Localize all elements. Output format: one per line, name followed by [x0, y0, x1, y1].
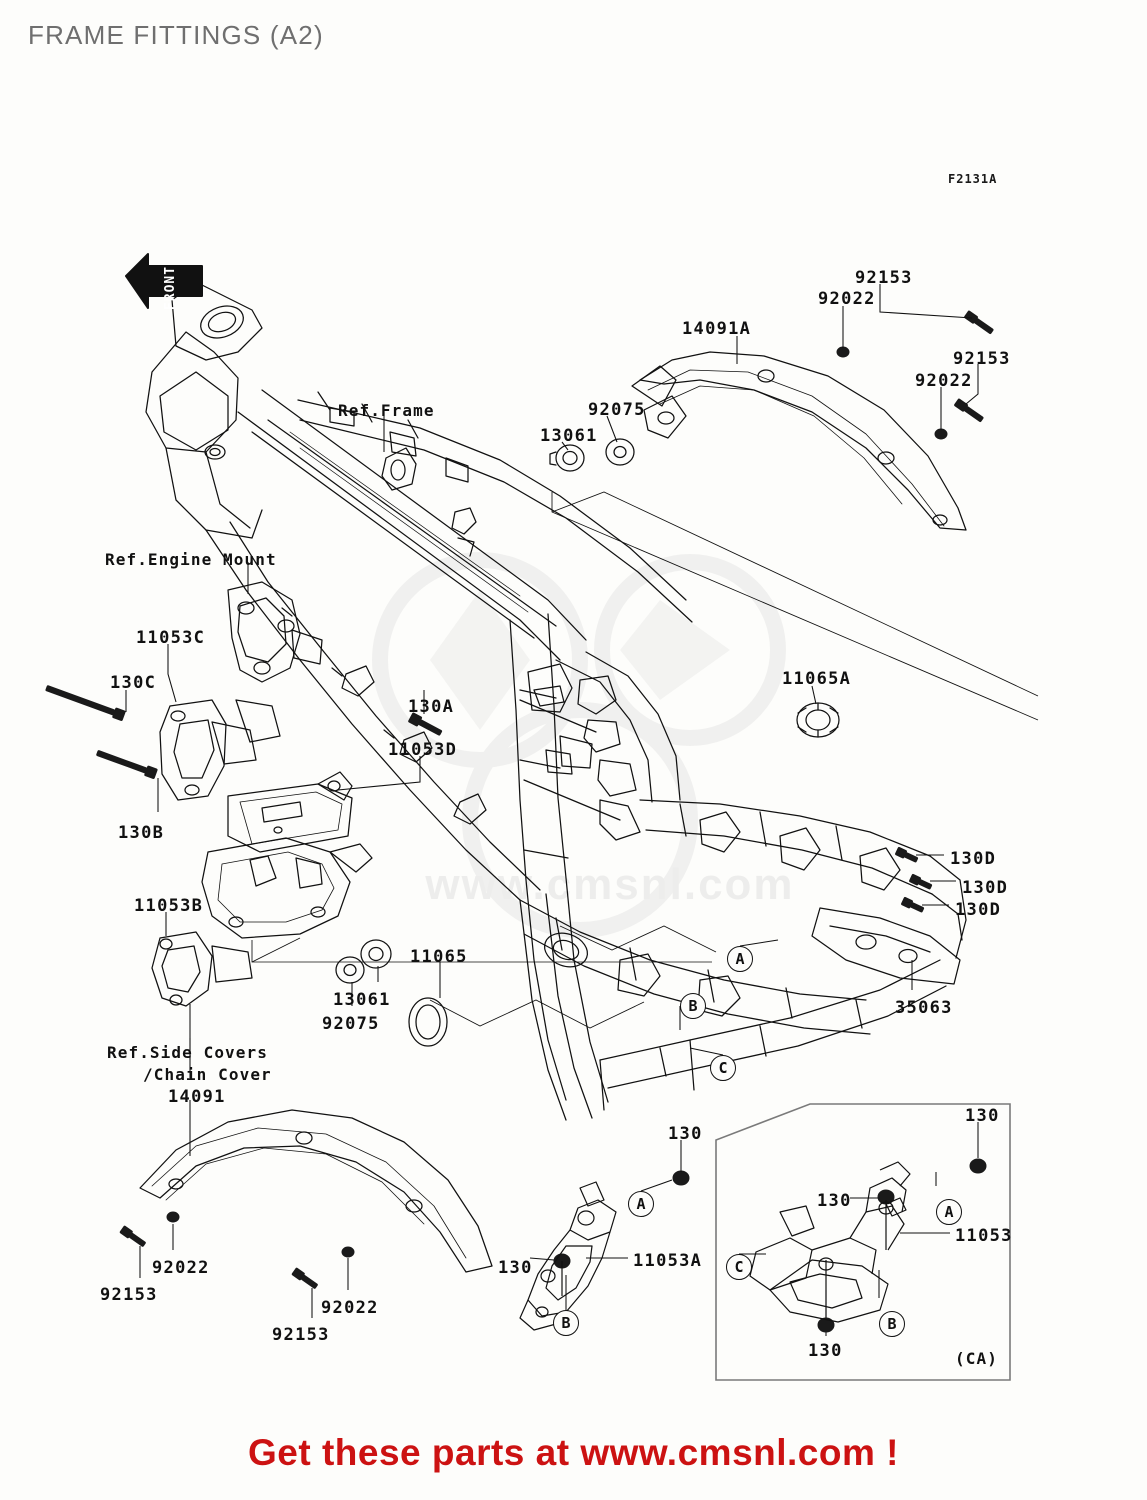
callout-130b: 130B: [118, 823, 165, 843]
front-direction-badge: FRONT: [118, 246, 210, 316]
callout-14091: 14091: [168, 1087, 226, 1107]
callout-13061-lower: 13061: [333, 990, 391, 1010]
callout-130c: 130C: [110, 673, 157, 693]
callout-92153-bottom2: 92153: [272, 1325, 330, 1345]
diagram-code: F2131A: [948, 172, 998, 186]
ref-label-frame: Ref.Frame: [338, 401, 435, 420]
marker-c-inset: C: [726, 1254, 752, 1280]
marker-a-main: A: [727, 946, 753, 972]
callout-14091a: 14091A: [682, 319, 752, 339]
technical-linework: [45, 281, 1039, 1381]
callout-92075-lower: 92075: [322, 1014, 380, 1034]
callout-11053c: 11053C: [136, 628, 206, 648]
callout-11053-inset: 11053: [955, 1226, 1013, 1246]
callout-130-inset3: 130: [808, 1341, 843, 1361]
callout-130-mid1: 130: [668, 1124, 703, 1144]
callout-11065a: 11065A: [782, 669, 852, 689]
marker-a-mid: A: [628, 1191, 654, 1217]
callout-130d-2: 130D: [962, 878, 1009, 898]
callout-11053d: 11053D: [388, 740, 458, 760]
callout-35063: 35063: [895, 998, 953, 1018]
callout-130a: 130A: [408, 697, 455, 717]
callout-92022-bottom1: 92022: [152, 1258, 210, 1278]
callout-92022-top: 92022: [818, 289, 876, 309]
footer-promo-text: Get these parts at www.cmsnl.com !: [248, 1432, 899, 1473]
callout-92022-top2: 92022: [915, 371, 973, 391]
callout-92153-top: 92153: [855, 268, 913, 288]
callout-13061-top: 13061: [540, 426, 598, 446]
callout-130-mid2: 130: [498, 1258, 533, 1278]
ref-label-engine-mount: Ref.Engine Mount: [105, 550, 277, 569]
callout-92153-bottom1: 92153: [100, 1285, 158, 1305]
page-title: FRAME FITTINGS (A2): [28, 20, 324, 50]
callout-92153-top2: 92153: [953, 349, 1011, 369]
callout-130-inset1: 130: [965, 1106, 1000, 1126]
ref-label-side-covers: Ref.Side Covers: [107, 1043, 268, 1062]
callout-11053a: 11053A: [633, 1251, 703, 1271]
inset-region-label: (CA): [955, 1349, 998, 1368]
callout-92075-top: 92075: [588, 400, 646, 420]
svg-text:FRONT: FRONT: [163, 266, 178, 310]
callout-130d-1: 130D: [950, 849, 997, 869]
marker-b-main: B: [680, 993, 706, 1019]
marker-b-inset: B: [879, 1311, 905, 1337]
callout-11065: 11065: [410, 947, 468, 967]
callout-92022-bottom2: 92022: [321, 1298, 379, 1318]
marker-c-main: C: [710, 1055, 736, 1081]
front-arrow-icon: FRONT: [125, 253, 203, 310]
parts-diagram: www.cmsnl.com: [0, 60, 1147, 1420]
callout-11053b: 11053B: [134, 896, 204, 916]
marker-a-inset: A: [936, 1199, 962, 1225]
marker-b-mid: B: [553, 1310, 579, 1336]
callout-130-inset2: 130: [817, 1191, 852, 1211]
ref-label-chain-cover: /Chain Cover: [143, 1065, 272, 1084]
callout-130d-3: 130D: [955, 900, 1002, 920]
